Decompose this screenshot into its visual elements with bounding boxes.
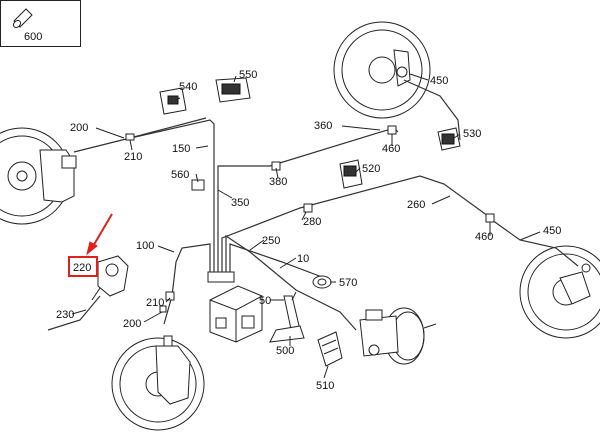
- part-550: [215, 77, 251, 103]
- callout-100: 100: [136, 240, 154, 252]
- callout-600: 600: [24, 31, 42, 43]
- callout-560: 560: [171, 169, 189, 181]
- callout-260: 260: [407, 199, 425, 211]
- brake-booster: [359, 307, 437, 365]
- callout-220: 220: [73, 262, 91, 274]
- callout-210-bottom: 210: [146, 297, 164, 309]
- callout-380: 380: [269, 176, 287, 188]
- callout-450-bottom: 450: [543, 225, 561, 237]
- brake-pedal: [269, 291, 305, 343]
- callout-360: 360: [314, 120, 332, 132]
- callout-460-top: 460: [382, 143, 400, 155]
- leader-lines: [71, 73, 541, 379]
- callout-460-bottom: 460: [475, 231, 493, 243]
- hydraulic-unit: [209, 285, 263, 343]
- part-530: [437, 127, 461, 151]
- inset-part-600: 600: [0, 0, 81, 47]
- part-520: [339, 159, 363, 189]
- callout-510: 510: [316, 380, 334, 392]
- callout-350: 350: [231, 197, 249, 209]
- callout-10: 10: [297, 253, 309, 265]
- callout-200-bottom: 200: [123, 318, 141, 330]
- callout-550: 550: [239, 69, 257, 81]
- callout-280: 280: [303, 216, 321, 228]
- part-540: [159, 87, 187, 115]
- callout-540: 540: [179, 81, 197, 93]
- rear-right-brake-disc-top: [333, 21, 431, 119]
- callouts: 200 210 150 540 550 360 450 460 530 520 …: [56, 69, 561, 392]
- front-left-brake-disc-bottom: [111, 335, 205, 431]
- switch-510: [317, 331, 343, 367]
- sensor-220: [91, 255, 129, 301]
- callout-500: 500: [276, 345, 294, 357]
- callout-150: 150: [172, 143, 190, 155]
- callout-450-top: 450: [430, 75, 448, 87]
- brake-lines: [47, 79, 579, 331]
- callout-520: 520: [362, 163, 380, 175]
- callout-200-top: 200: [70, 122, 88, 134]
- front-left-brake-disc: [0, 127, 77, 225]
- callout-250: 250: [262, 235, 280, 247]
- callout-230: 230: [56, 309, 74, 321]
- highlight-220: [68, 213, 113, 277]
- callout-210-top: 210: [124, 151, 142, 163]
- part-570: [312, 275, 332, 289]
- callout-570: 570: [339, 277, 357, 289]
- callout-50: 50: [259, 295, 271, 307]
- callout-530: 530: [463, 128, 481, 140]
- rear-right-brake-disc-bottom: [519, 245, 600, 339]
